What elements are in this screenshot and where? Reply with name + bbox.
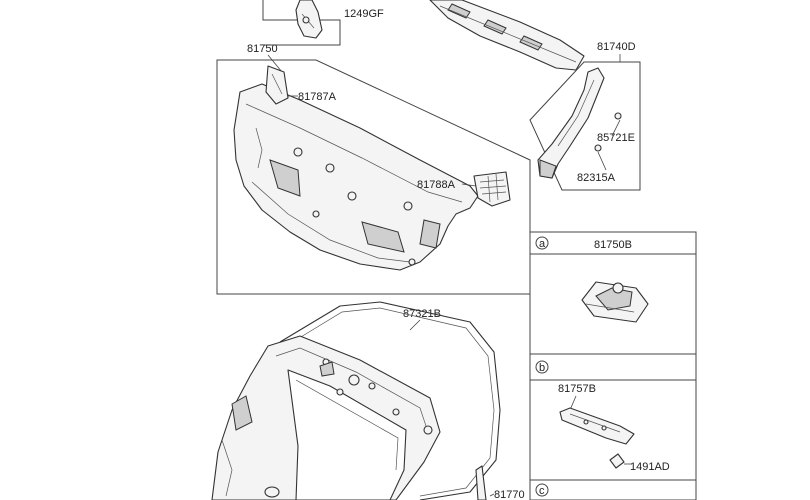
callout-81750: 81750 <box>247 43 278 55</box>
callout-85721e: 85721E <box>597 132 635 144</box>
callout-81787a: 81787A <box>298 91 337 103</box>
inset-1249gf: 1249GF <box>262 0 384 46</box>
tailgate-group <box>211 335 441 500</box>
callout-1249gf: 1249GF <box>344 8 384 20</box>
upper-trim-strip <box>429 0 585 71</box>
bracket-81787a <box>265 65 289 105</box>
trim-panel-frame <box>216 59 531 295</box>
callout-81740d: 81740D <box>597 41 636 53</box>
trim-panel <box>233 83 479 271</box>
callout-87321b: 87321B <box>403 308 441 320</box>
detail-panel: a 81750B b 81757B 1491AD c <box>529 231 697 500</box>
garnish-81757b <box>559 407 635 445</box>
handle-frame <box>529 61 641 191</box>
callout-81788a: 81788A <box>417 179 456 191</box>
pull-handle <box>537 67 605 179</box>
handle-group: 81740D 85721E 82315A <box>529 41 641 191</box>
strut-group: 81770 <box>475 465 525 500</box>
trim-panel-group: 81750 81787A 81788A <box>216 43 531 295</box>
callout-81757b: 81757B <box>558 383 596 395</box>
detail-marker-b: b <box>539 362 545 374</box>
strut-81770 <box>475 465 487 500</box>
callout-1491ad: 1491AD <box>630 461 670 473</box>
detail-marker-c: c <box>539 485 545 497</box>
callout-82315a: 82315A <box>577 172 616 184</box>
detail-marker-a: a <box>539 238 546 250</box>
callout-81750b: 81750B <box>594 239 632 251</box>
callout-81770: 81770 <box>494 489 525 500</box>
grille-81788a <box>473 171 511 207</box>
